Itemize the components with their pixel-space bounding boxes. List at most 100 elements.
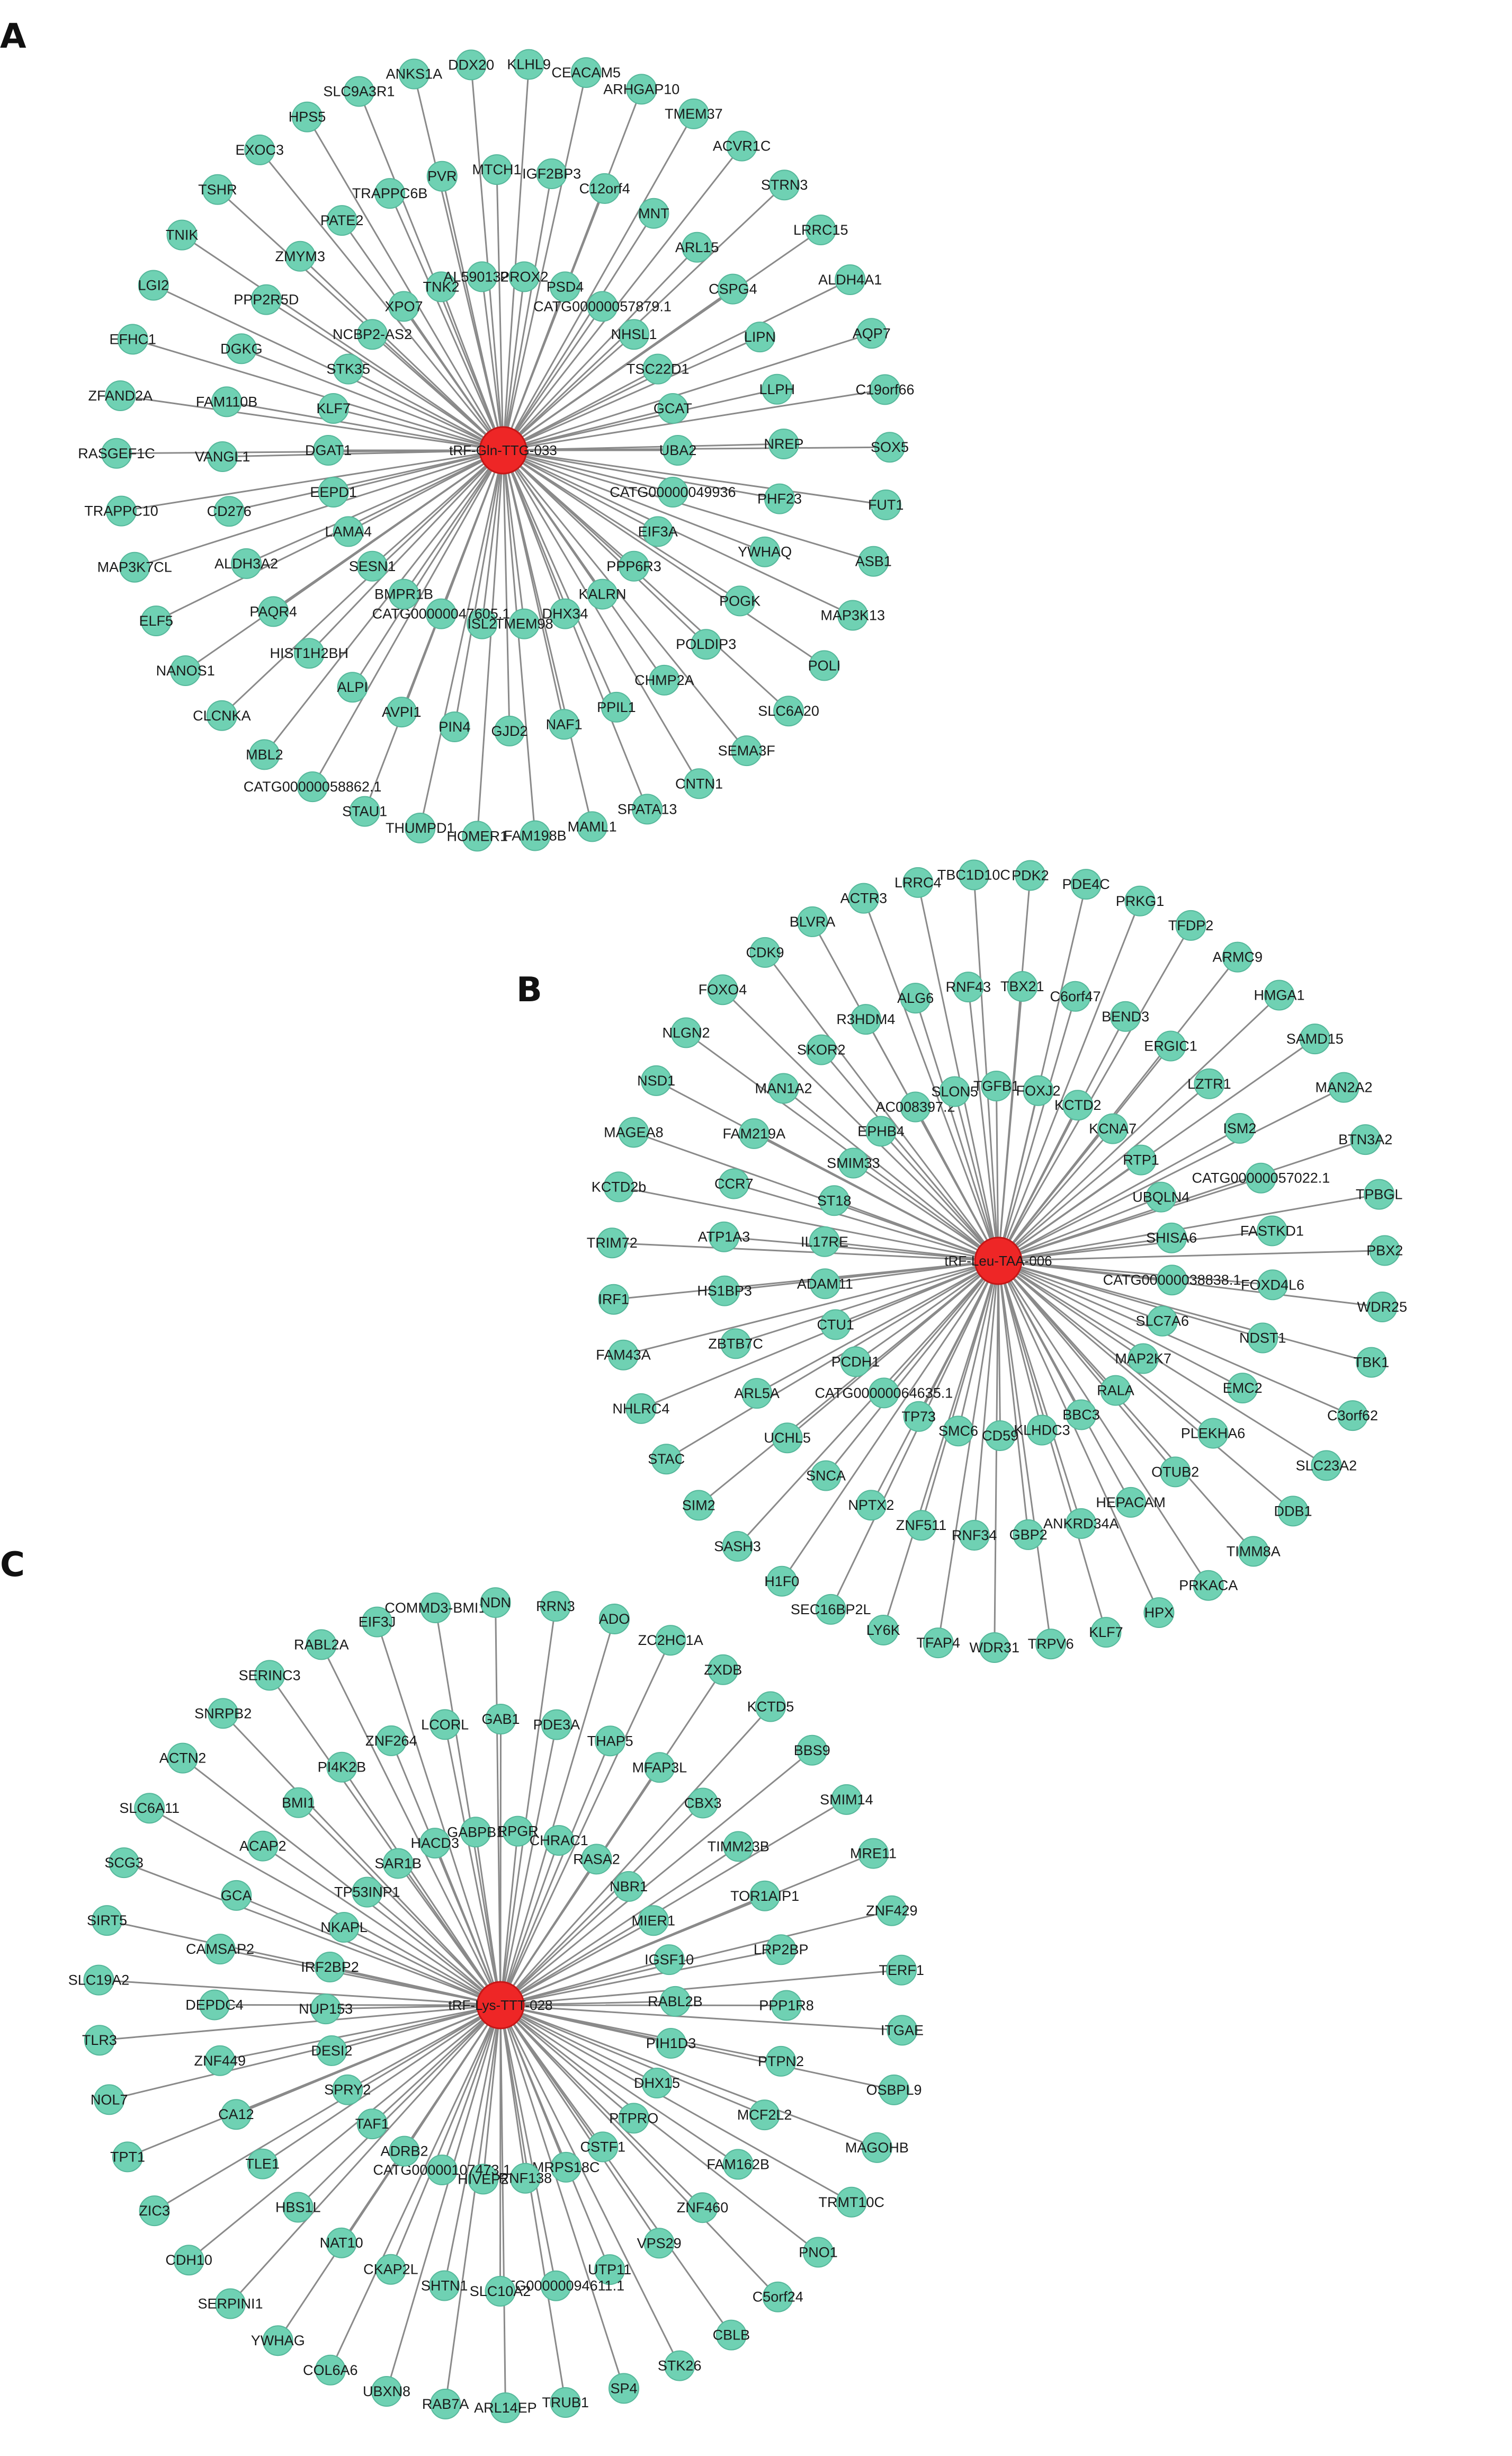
gene-node[interactable]: PDK2: [1012, 860, 1049, 891]
gene-node[interactable]: BMI1: [282, 1787, 315, 1818]
gene-node[interactable]: TFAP4: [916, 1627, 960, 1659]
gene-node[interactable]: SESN1: [349, 550, 396, 582]
gene-node[interactable]: C5orf24: [753, 2281, 803, 2312]
gene-node[interactable]: VPS29: [637, 2228, 682, 2259]
gene-node[interactable]: SMIM14: [820, 1784, 873, 1815]
gene-node[interactable]: NAF1: [546, 709, 583, 740]
gene-node[interactable]: UCHL5: [764, 1422, 811, 1454]
gene-node[interactable]: WDR25: [1357, 1292, 1408, 1322]
gene-node[interactable]: MAN2A2: [1315, 1072, 1373, 1103]
gene-node[interactable]: TAF1: [355, 2108, 389, 2140]
gene-node[interactable]: KALRN: [578, 579, 627, 610]
gene-node[interactable]: ALDH4A1: [818, 264, 882, 295]
gene-node[interactable]: BLVRA: [790, 906, 836, 937]
gene-node[interactable]: ZNF429: [866, 1895, 918, 1926]
gene-node[interactable]: RALA: [1097, 1375, 1134, 1406]
gene-node[interactable]: PTPRO: [609, 2103, 658, 2134]
gene-node[interactable]: PPP1R8: [759, 1990, 814, 2021]
gene-node[interactable]: TGFB1: [973, 1071, 1019, 1101]
gene-node[interactable]: POLI: [808, 650, 841, 681]
gene-node[interactable]: FAM110B: [196, 386, 258, 417]
gene-node[interactable]: SAR1B: [374, 1848, 422, 1879]
gene-node[interactable]: HOMER1: [447, 821, 508, 852]
gene-node[interactable]: ZNF460: [677, 2192, 729, 2223]
gene-node[interactable]: ANKS1A: [386, 58, 443, 90]
gene-node[interactable]: DGAT1: [305, 435, 352, 466]
gene-node[interactable]: RNF34: [952, 1520, 997, 1551]
gene-node[interactable]: PTPN2: [758, 2045, 804, 2077]
gene-node[interactable]: ADO: [599, 1604, 630, 1634]
gene-node[interactable]: ACTR3: [840, 883, 888, 914]
gene-node[interactable]: NDST1: [1239, 1322, 1286, 1354]
gene-node[interactable]: MBL2: [246, 739, 283, 770]
gene-node[interactable]: ELF5: [139, 606, 174, 636]
gene-node[interactable]: LY6K: [866, 1615, 900, 1645]
gene-node[interactable]: CNTN1: [675, 768, 723, 799]
gene-node[interactable]: TNK2: [423, 271, 460, 302]
gene-node[interactable]: SIRT5: [87, 1905, 127, 1936]
gene-node[interactable]: CBLB: [713, 2319, 750, 2351]
gene-node[interactable]: SOX5: [871, 432, 909, 463]
gene-node[interactable]: NOL7: [91, 2084, 128, 2115]
gene-node[interactable]: THUMPD1: [386, 813, 455, 843]
gene-node[interactable]: YWHAG: [251, 2325, 305, 2356]
gene-node[interactable]: ZNF511: [896, 1510, 947, 1541]
gene-node[interactable]: SLON5: [931, 1076, 978, 1107]
gene-node[interactable]: UBA2: [659, 435, 697, 466]
gene-node[interactable]: TMEM98: [495, 608, 553, 639]
gene-node[interactable]: NPTX2: [848, 1490, 894, 1521]
gene-node[interactable]: PAQR4: [249, 596, 297, 627]
gene-node[interactable]: TMEM37: [665, 98, 723, 129]
gene-node[interactable]: ARL15: [675, 232, 719, 263]
gene-node[interactable]: CDH10: [165, 2245, 212, 2276]
gene-node[interactable]: SP4: [609, 2373, 639, 2404]
gene-node[interactable]: MAP3K13: [820, 600, 885, 631]
gene-node[interactable]: MAP2K7: [1115, 1343, 1171, 1374]
gene-node[interactable]: TRAPPC10: [84, 495, 158, 527]
gene-node[interactable]: TSC22D1: [627, 353, 690, 385]
gene-node[interactable]: LGI2: [138, 270, 169, 301]
gene-node[interactable]: CEACAM5: [551, 57, 621, 88]
gene-node[interactable]: ARL14EP: [474, 2392, 537, 2423]
gene-node[interactable]: NUP153: [299, 1994, 353, 2025]
gene-node[interactable]: ZNF449: [194, 2045, 246, 2076]
gene-node[interactable]: FAM162B: [706, 2149, 770, 2180]
gene-node[interactable]: PLEKHA6: [1181, 1418, 1246, 1449]
gene-node[interactable]: IGSF10: [645, 1944, 694, 1976]
gene-node[interactable]: KCTD2b: [592, 1171, 647, 1203]
gene-node[interactable]: PDE3A: [533, 1709, 580, 1740]
gene-node[interactable]: CATG00000038838.1: [1103, 1265, 1241, 1296]
gene-node[interactable]: TOR1AIP1: [730, 1880, 799, 1911]
gene-node[interactable]: RASA2: [573, 1844, 620, 1875]
gene-node[interactable]: FOXO4: [699, 974, 747, 1005]
gene-node[interactable]: CTU1: [817, 1309, 854, 1340]
gene-node[interactable]: PRKG1: [1116, 885, 1165, 916]
gene-node[interactable]: KLHL9: [507, 49, 551, 80]
gene-node[interactable]: DEPDC4: [185, 1989, 244, 2021]
gene-node[interactable]: ZNF264: [365, 1725, 417, 1756]
gene-node[interactable]: RTP1: [1123, 1144, 1159, 1176]
gene-node[interactable]: GABPB1: [447, 1817, 504, 1848]
gene-node[interactable]: SERPINI1: [198, 2288, 263, 2319]
gene-node[interactable]: CATG00000057879.1: [533, 291, 672, 322]
gene-node[interactable]: VANGL1: [195, 441, 250, 472]
gene-node[interactable]: HMGA1: [1254, 980, 1305, 1011]
gene-node[interactable]: ZIC3: [139, 2195, 170, 2227]
gene-node[interactable]: MAGEA8: [604, 1117, 664, 1148]
gene-node[interactable]: PIN4: [439, 711, 470, 742]
gene-node[interactable]: NBR1: [610, 1871, 648, 1902]
gene-node[interactable]: FAM198B: [504, 820, 567, 851]
gene-node[interactable]: MCF2L2: [737, 2099, 792, 2131]
gene-node[interactable]: TIMM23B: [708, 1831, 770, 1862]
gene-node[interactable]: EXOC3: [236, 134, 284, 165]
gene-node[interactable]: C6orf47: [1050, 981, 1101, 1012]
gene-node[interactable]: STK35: [327, 353, 371, 385]
gene-node[interactable]: RNF43: [946, 972, 991, 1003]
gene-node[interactable]: KLF7: [1089, 1617, 1123, 1648]
gene-node[interactable]: STRN3: [761, 170, 808, 201]
gene-node[interactable]: LZTR1: [1187, 1068, 1231, 1099]
gene-node[interactable]: HIST1H2BH: [270, 638, 349, 669]
gene-node[interactable]: BBS9: [794, 1734, 830, 1766]
hub-node[interactable]: tRF-Lys-TTT-028: [449, 1981, 553, 2030]
gene-node[interactable]: HS1BP3: [697, 1275, 752, 1306]
